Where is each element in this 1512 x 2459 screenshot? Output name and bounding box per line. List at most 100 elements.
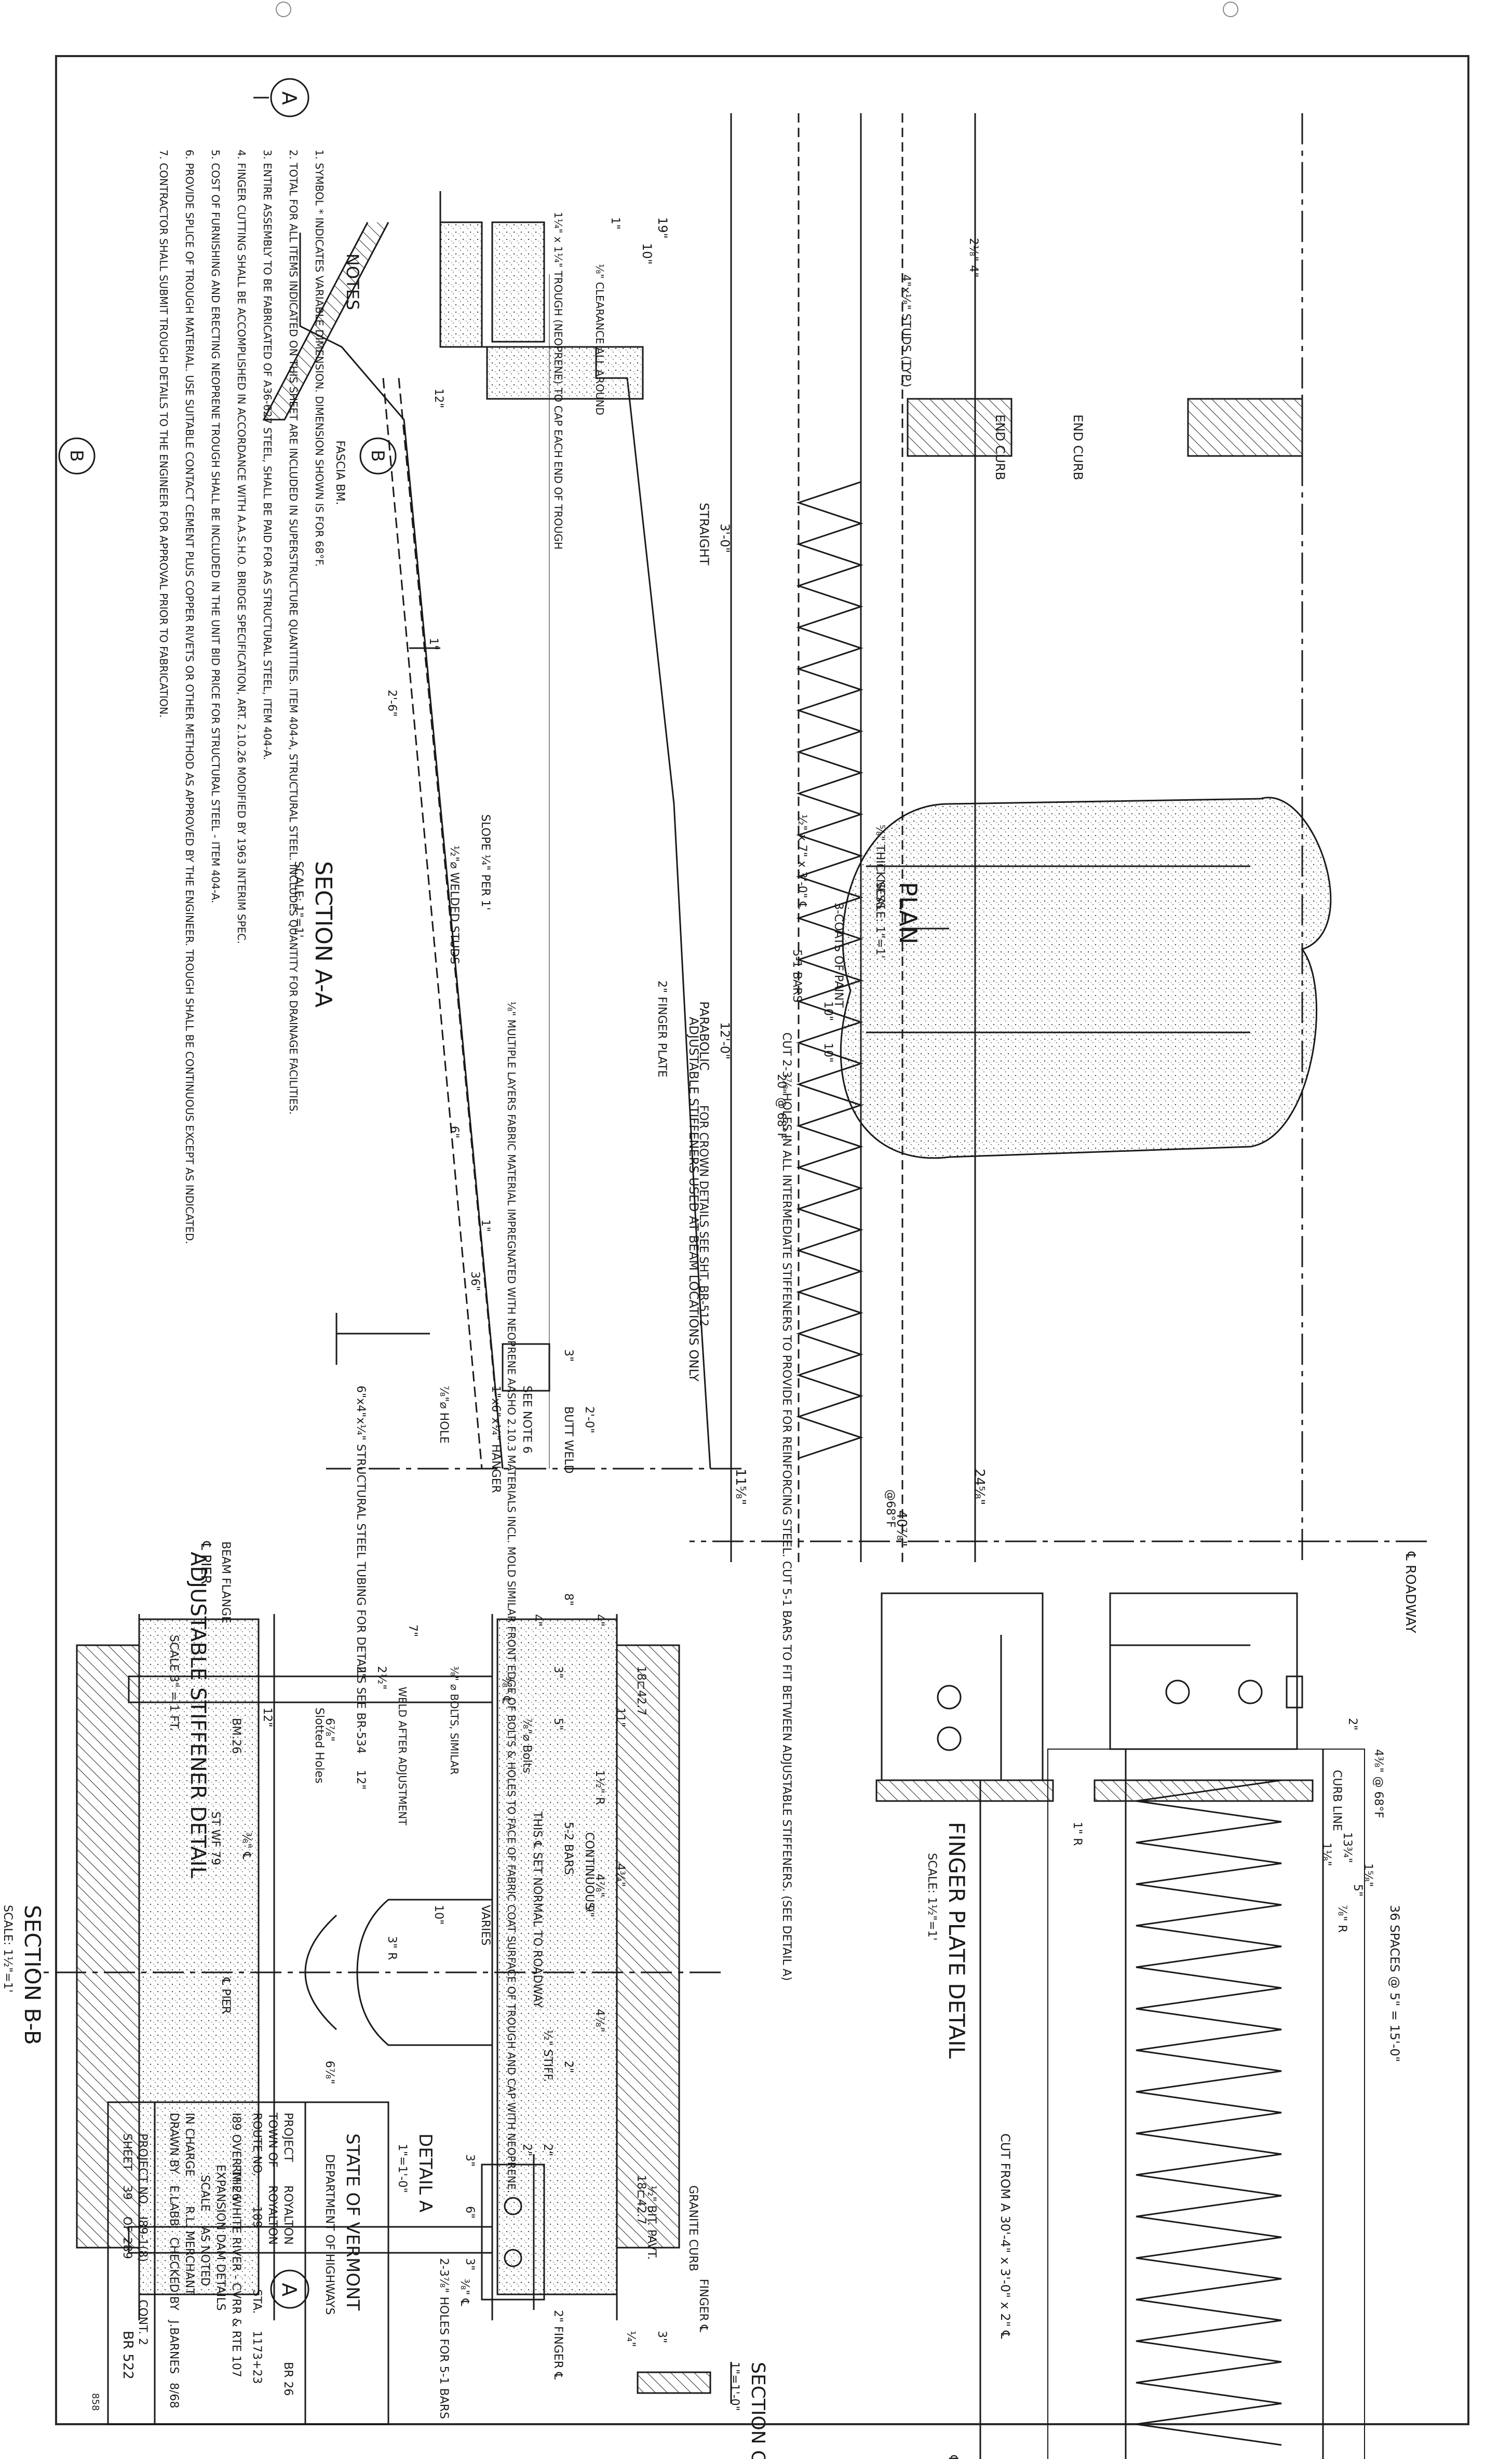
stiffener-dim-7: 7" xyxy=(406,1624,419,1637)
finger-r2: ⅞" R xyxy=(1335,1905,1348,1933)
section-aa-dim-2a: 2'-6" xyxy=(385,690,398,717)
plan-view xyxy=(58,78,1427,2309)
tb-drawn-label: DRAWN BY xyxy=(167,2113,180,2174)
note-6: 6. PROVIDE SPLICE OF TROUGH MATERIAL. US… xyxy=(183,150,196,1244)
stiffener-dim-8: 8" xyxy=(562,1593,575,1606)
note-1: 1. SYMBOL * INDICATES VARIABLE DIMENSION… xyxy=(313,150,326,567)
plan-dim-24: 24⅝" xyxy=(971,1469,987,1505)
section-aa-dim-3a: 3" xyxy=(562,1349,575,1362)
stiffener-dim-4a: 4" xyxy=(531,1614,544,1627)
detail-a-dim-a: 3" xyxy=(463,2154,476,2167)
section-bb-dim-6a: 6⅞" xyxy=(323,1718,336,1741)
section-bb-bit: ½" BIT. PAVT. xyxy=(645,2185,658,2260)
finger-title: FINGER PLATE DETAIL xyxy=(944,1822,969,2059)
tb-project-code: BR 26 xyxy=(281,2362,294,2396)
punch-hole xyxy=(1223,2,1238,17)
plan-cutaway xyxy=(840,797,1332,1159)
tb-desc1: I89 OVER THE WHITE RIVER - CVRR & RTE 10… xyxy=(230,2113,242,2377)
section-bb-seal: ⅜" ⌀ BOLTS, SIMILAR xyxy=(448,1666,461,1775)
section-aa-dim-2: 2'-0" xyxy=(583,1406,596,1433)
section-aa-trough: 1¼" x 1¼" TROUGH (NEOPRENE) TO CAP EACH … xyxy=(552,212,564,549)
plan-bars: 5-1 BARS xyxy=(790,949,803,1002)
section-aa-hole: ⅞"⌀ HOLE xyxy=(437,1386,450,1444)
punch-hole xyxy=(276,2,291,17)
tb-drawn: E.LABB xyxy=(167,2185,180,2226)
tb-route-label: ROUTE NO. xyxy=(250,2113,263,2176)
plan-dim-11: 11⅝" xyxy=(733,1469,748,1505)
tb-sheet-label: SHEET xyxy=(120,2133,133,2171)
finger-dim-5: 5" xyxy=(1351,1884,1364,1897)
stiffener-dim-2: 2" xyxy=(354,1666,367,1678)
section-aa-dim-10: 10" xyxy=(640,243,654,265)
section-bb-bm26: BM.26 xyxy=(230,1718,242,1754)
section-bb-dim-9: 9" xyxy=(583,1905,596,1917)
section-a-bubble xyxy=(270,2269,309,2309)
section-bb-dim-2: 2" xyxy=(562,2061,575,2073)
plan-dim-10b: 10" xyxy=(821,1043,834,1063)
plan-plate: ½" x 7" x 3'-0" ℄ xyxy=(795,814,808,910)
section-a-bubble xyxy=(270,78,309,117)
section-aa-clearance: ⅛" CLEARANCE ALL AROUND xyxy=(593,264,606,415)
stiffener-plate-2: ⅜" ℄ xyxy=(240,1832,253,1860)
section-aa-studs: ½"⌀ WELDED STUDS xyxy=(448,845,461,964)
section-bb-continuous: CONTINUOUS xyxy=(583,1832,596,1910)
tb-state: STATE OF VERMONT xyxy=(342,2133,363,2310)
plan-finger-zigzag xyxy=(796,481,863,1459)
section-aa-crown: FOR CROWN DETAILS SEE SHT. BR-512 xyxy=(697,1105,710,1326)
section-aa-parabolic: PARABOLIC xyxy=(697,1001,711,1071)
plan-pier: ℄ PIER xyxy=(198,1541,213,1584)
section-bb-dim-4b: 4⅞" xyxy=(593,2009,606,2032)
finger-spaces: 36 SPACES @ 5" = 15'-0" xyxy=(1387,1905,1402,2062)
finger-dim-13: 13¾" xyxy=(1341,1832,1354,1863)
section-aa-hanger: 1"x6"x¼" HANGER xyxy=(489,1386,502,1493)
tb-proj-no: I89-1(8) xyxy=(136,2216,149,2262)
section-bb-dim-4c: 4¾" xyxy=(614,1863,627,1887)
stiffener-dim-12: 12" xyxy=(261,1708,274,1727)
tb-in-charge: R.L. MERCHANT xyxy=(183,2206,196,2295)
tb-in-charge-label: IN CHARGE xyxy=(183,2113,196,2176)
stiffener-weld: WELD AFTER ADJUSTMENT xyxy=(396,1687,409,1826)
finger-curb-line: CURB LINE xyxy=(1330,1770,1343,1831)
section-aa-butt: BUTT WELD xyxy=(562,1406,575,1474)
section-aa-straight: STRAIGHT xyxy=(697,503,711,566)
section-aa-dim-1b: 1" xyxy=(427,638,440,650)
note-4: 4. FINGER CUTTING SHALL BE ACCOMPLISHED … xyxy=(235,150,248,944)
plan-title: PLAN xyxy=(894,882,922,944)
section-aa-dim-6: 6" xyxy=(448,1126,461,1138)
section-cc-dim-1: ¼" xyxy=(624,2331,637,2347)
section-bb-beam1: 18⊏42.7 xyxy=(634,1666,647,1715)
notes-title: NOTES xyxy=(343,253,362,310)
tb-corner: 858 xyxy=(90,2393,101,2411)
tb-scale: AS NOTED xyxy=(198,2227,211,2286)
section-aa-dim-12a: 12" xyxy=(432,388,445,408)
section-cc-view xyxy=(637,2362,732,2403)
section-aa-dim-36: 36" xyxy=(468,1271,481,1291)
detail-a-dim-e: 2" xyxy=(520,2144,533,2156)
section-bb-scale: SCALE: 1½"=1' xyxy=(1,1905,14,1993)
section-aa-slope: SLOPE ¼" PER 1' xyxy=(479,814,492,910)
stiffener-plate: ⅜" ℄ xyxy=(500,1676,512,1704)
stiffener-dim-2b: 2½" xyxy=(375,1666,388,1689)
note-7: 7. CONTRACTOR SHALL SUBMIT TROUGH DETAIL… xyxy=(157,150,170,718)
section-bb-granite: GRANITE CURB xyxy=(686,2185,699,2272)
section-b-bubble xyxy=(359,437,397,475)
section-aa-dim-12: 12'-0" xyxy=(718,1022,732,1059)
stiffener-dim-4b: 4" xyxy=(593,1614,606,1627)
tb-sta-label: STA. xyxy=(250,2289,263,2314)
section-bb-rm: RM 26 xyxy=(230,2165,242,2200)
plan-studs: 4"x⅛" STUDS (TYP.) xyxy=(899,274,912,387)
detail-a-scale: 1"=1'-0" xyxy=(396,2144,409,2193)
detail-a-dim-d: 2" xyxy=(541,2144,554,2156)
section-bb-bars: 5-2 BARS xyxy=(562,1822,575,1875)
stiffener-beam-flange: BEAM FLANGE xyxy=(219,1541,232,1623)
plan-coats: 3-COATS OF PAINT xyxy=(832,903,845,1008)
section-bb-stiff: ½" STIFF. xyxy=(541,2030,554,2082)
stiffener-view xyxy=(875,1592,1314,1802)
stiffener-dim-11: 11" xyxy=(614,1708,627,1727)
detail-a-title: DETAIL A xyxy=(415,2133,436,2212)
section-cc-title: SECTION C-C xyxy=(747,2362,768,2459)
section-bb-varies: VARIES xyxy=(479,1905,492,1945)
stiffener-scale: SCALE 3" = 1 FT. xyxy=(167,1635,180,1731)
plan-dim-40: 40⅞" xyxy=(894,1510,909,1547)
plan-scale: SCALE: 1"=1' xyxy=(873,882,886,959)
